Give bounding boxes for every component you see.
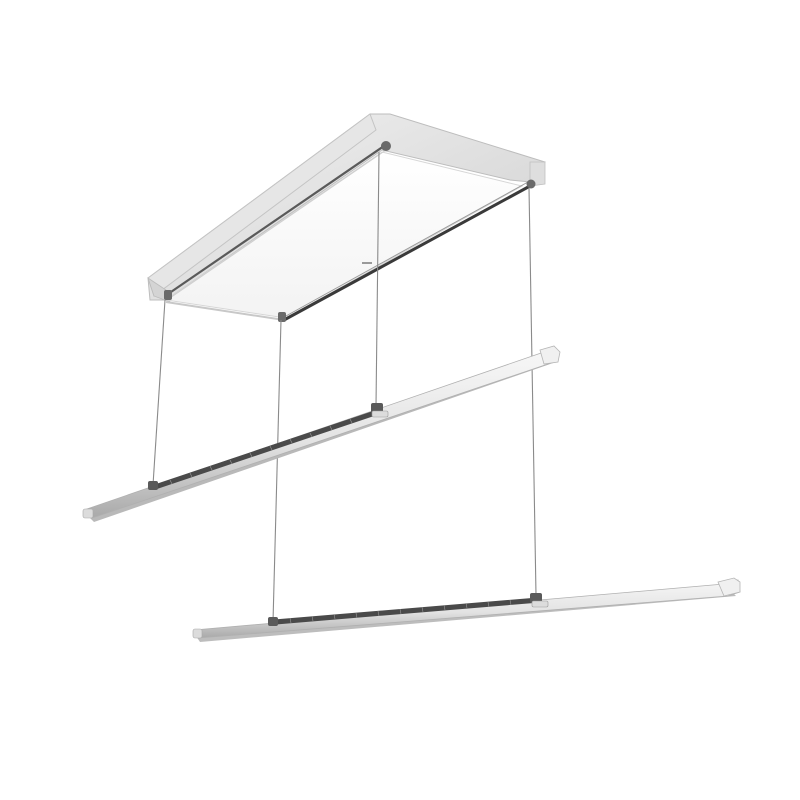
cable-back-left <box>375 151 380 407</box>
housing-left-rail <box>167 145 385 295</box>
cable-mount-back-right <box>526 179 536 189</box>
brand-mark <box>362 262 372 264</box>
housing-top-surface <box>147 113 546 301</box>
suspension-cables <box>152 151 537 623</box>
upper-bar-clamp-left <box>148 481 158 490</box>
upper-bar-end-cap-left <box>82 508 94 519</box>
upper-bar-slot-strip <box>150 410 380 490</box>
cable-mount-front-right <box>278 312 286 322</box>
lower-bar-body <box>193 579 741 639</box>
cable-front-right <box>272 319 282 623</box>
lower-bar-clamp-right <box>530 593 542 603</box>
lower-bar-end-cap-left <box>192 628 203 639</box>
cable-back-right <box>528 187 537 596</box>
cable-mount-front-left <box>164 290 172 300</box>
cable-mount-back-left <box>381 141 391 151</box>
upper-bar-clamp-right <box>371 403 383 413</box>
lower-bar-end-cap-right <box>717 577 741 597</box>
lower-bar-clamp-left <box>268 617 278 626</box>
upper-hanging-bar <box>82 345 561 522</box>
housing-light-panel <box>164 151 524 319</box>
lower-bar-slot-strip <box>268 598 534 625</box>
housing-right-end <box>529 161 546 187</box>
lower-hanging-bar <box>192 577 741 642</box>
housing-right-rail <box>283 184 531 322</box>
cable-front-left <box>152 299 166 486</box>
ceiling-housing <box>147 113 546 322</box>
upper-bar-end-cap-right <box>539 345 561 365</box>
upper-bar-body <box>83 349 559 519</box>
